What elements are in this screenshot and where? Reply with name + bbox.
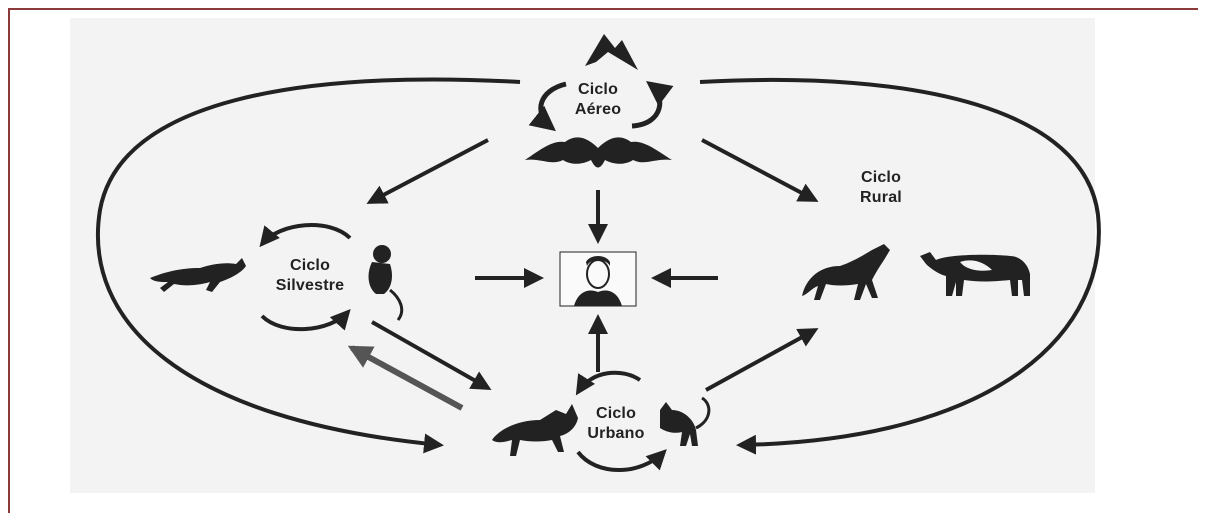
- label-ciclo-silvestre-line1: Ciclo: [289, 257, 331, 274]
- arrow-aereo-to-silvestre: [366, 138, 489, 204]
- aereo-cycle-arrow-right: [631, 80, 674, 129]
- label-ciclo-rural-line2: Rural: [860, 189, 902, 206]
- bat-icon: [525, 137, 672, 168]
- cat-icon: [660, 396, 711, 446]
- fox-icon: [150, 258, 246, 292]
- monkey-icon: [368, 245, 404, 321]
- arrow-aereo-to-rural: [701, 138, 819, 202]
- label-ciclo-aereo-line2: Aéreo: [574, 101, 622, 118]
- label-ciclo-silvestre: Ciclo Silvestre: [262, 256, 358, 296]
- label-ciclo-aereo-line1: Ciclo: [577, 81, 619, 98]
- label-ciclo-silvestre-line2: Silvestre: [275, 277, 345, 294]
- outer-arc-top-right: [699, 77, 1101, 455]
- dog-icon: [492, 404, 578, 456]
- human-icon: [559, 251, 637, 307]
- label-ciclo-rural: Ciclo Rural: [846, 168, 916, 208]
- label-ciclo-aereo: Ciclo Aéreo: [563, 80, 633, 120]
- cow-icon: [920, 252, 1030, 296]
- arrow-silvestre-to-urbano: [371, 320, 492, 390]
- diagram-frame: [8, 8, 1198, 513]
- label-ciclo-rural-line1: Ciclo: [860, 169, 902, 186]
- mountain-icon: [585, 34, 638, 70]
- arrow-urbano-to-silvestre: [347, 345, 464, 411]
- horse-icon: [802, 244, 890, 300]
- urbano-cycle-arrow-top: [575, 370, 642, 396]
- label-ciclo-urbano-line1: Ciclo: [595, 405, 637, 422]
- silvestre-cycle-arrow-bottom: [260, 309, 351, 332]
- urbano-cycle-arrow-bottom: [576, 449, 667, 472]
- arrow-urbano-to-rural: [705, 328, 819, 392]
- outer-arc-top-left: [95, 77, 521, 454]
- aereo-cycle-arrow-left: [528, 81, 567, 132]
- label-ciclo-urbano-line2: Urbano: [587, 425, 645, 442]
- label-ciclo-urbano: Ciclo Urbano: [578, 404, 654, 444]
- silvestre-cycle-arrow-top: [259, 223, 352, 248]
